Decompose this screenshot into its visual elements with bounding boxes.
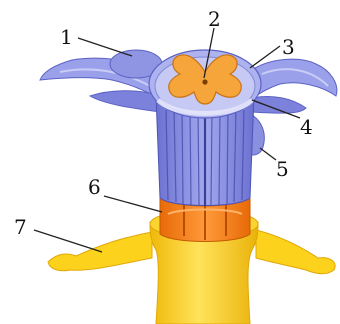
label-3: 3	[282, 35, 295, 59]
label-5: 5	[276, 157, 289, 181]
label-1: 1	[60, 25, 73, 49]
label-7: 7	[14, 215, 27, 239]
label-2: 2	[208, 7, 221, 31]
label-6: 6	[88, 175, 101, 199]
label-4: 4	[300, 115, 313, 139]
